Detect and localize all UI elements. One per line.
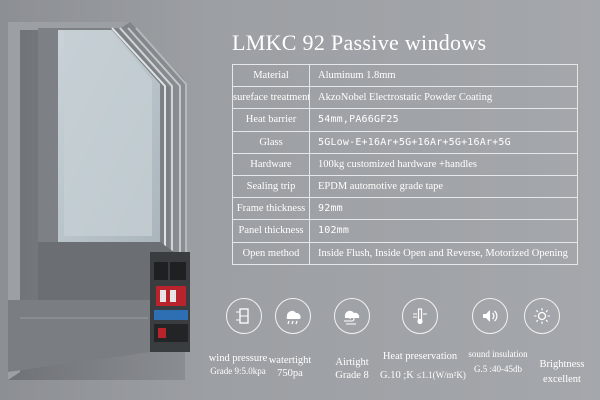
feature-sound-insulation [455,298,525,334]
wind-pressure-icon [226,298,262,334]
spec-label-hardware: Hardware [232,152,310,176]
spec-table: Material Aluminum 1.8mm sureface treatme… [232,63,578,265]
page-title: LMKC 92 Passive windows [232,30,487,55]
feature-heat-preservation [385,298,455,334]
table-row: Material Aluminum 1.8mm [232,63,578,88]
table-row: Panel thickness 102mm [232,219,578,243]
feature-watertight [258,298,328,334]
table-row: Heat barrier 54mm,PA66GF25 [232,108,578,132]
feature-brightness [507,298,577,334]
spec-value-panel-thickness: 102mm [309,219,578,243]
sound-insulation-icon [472,298,508,334]
feature-label-sound-insulation: sound insulation G.5 :40-45db [468,349,528,374]
spec-label-open-method: Open method [232,241,310,265]
brightness-icon [524,298,560,334]
spec-value-material: Aluminum 1.8mm [309,63,578,88]
feature-label-watertight: watertight 750pa [268,355,312,379]
spec-value-glass: 5GLow-E+16Ar+5G+16Ar+5G+16Ar+5G [309,130,578,154]
spec-value-sealing-strip: EPDM automotive grade tape [309,174,578,199]
spec-label-frame-thickness: Frame thickness [232,197,310,221]
table-row: Glass 5GLow-E+16Ar+5G+16Ar+5G+16Ar+5G [232,130,578,154]
spec-value-surface-treatment: AkzoNobel Electrostatic Powder Coating [309,86,578,110]
feature-label-brightness: Brightness excellent [539,359,585,385]
airtight-icon [334,298,370,334]
heat-preservation-icon [402,298,438,334]
spec-value-frame-thickness: 92mm [309,197,578,221]
table-row: Frame thickness 92mm [232,197,578,221]
feature-label-wind-pressure: wind pressure Grade 9:5.0kpa [208,353,268,376]
spec-value-heat-barrier: 54mm,PA66GF25 [309,108,578,132]
feature-label-airtight: Airtight Grade 8 [335,357,369,381]
spec-label-heat-barrier: Heat barrier [232,108,310,132]
table-row: Open method Inside Flush, Inside Open an… [232,241,578,265]
feature-label-heat-preservation: Heat preservation G.10 ;K ≤1.1(W/m²K) [380,351,466,381]
spec-label-sealing-strip: Sealing trip [232,174,310,199]
table-row: Sealing trip EPDM automotive grade tape [232,174,578,199]
spec-value-hardware: 100kg customized hardware +handles [309,152,578,176]
table-row: sureface treatment AkzoNobel Electrostat… [232,86,578,110]
watertight-icon [275,298,311,334]
table-row: Hardware 100kg customized hardware +hand… [232,152,578,176]
spec-label-surface-treatment: sureface treatment [232,86,310,110]
feature-wind-pressure [209,298,279,334]
spec-value-open-method: Inside Flush, Inside Open and Reverse, M… [309,241,578,265]
window-profile-image [8,22,190,380]
spec-label-panel-thickness: Panel thickness [232,219,310,243]
spec-label-material: Material [232,63,310,88]
spec-label-glass: Glass [232,130,310,154]
feature-airtight [317,298,387,334]
